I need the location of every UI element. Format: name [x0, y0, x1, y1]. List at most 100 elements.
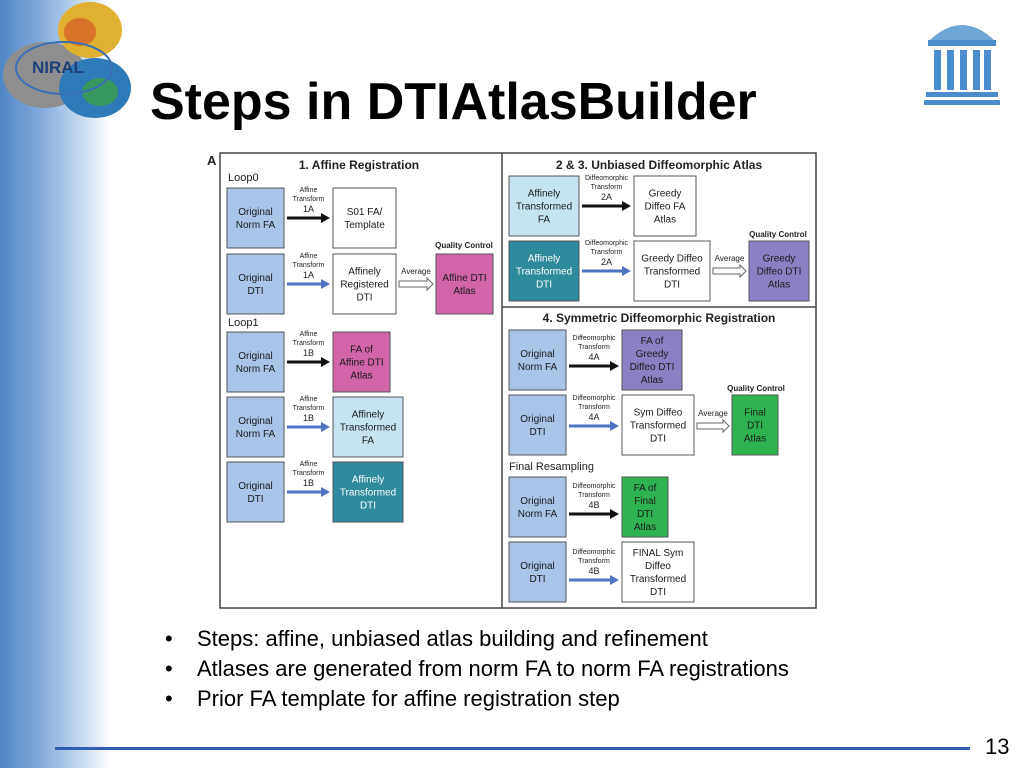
box-affinely-registered-dti-label: DTI	[356, 293, 372, 304]
loop0-label: Loop0	[228, 172, 259, 184]
box-affinely-transformed-dti-label: Transformed	[340, 488, 396, 499]
box-greedy-diffeo-dti-atlas-label: Atlas	[768, 280, 790, 291]
box-original-dti	[508, 394, 567, 456]
box-original-norm-fa	[226, 396, 285, 458]
box-fa-final-dti-atlas	[621, 476, 669, 538]
arrow-2a-dti-label: 2A	[601, 257, 612, 267]
box-fa-greedy-diffeo-dti-atlas-label: Greedy	[636, 349, 669, 360]
box-fa-affine-dti-atlas-label: Atlas	[350, 371, 372, 382]
arrow-4a-label: 4A	[588, 352, 599, 362]
arrow-4b-dti-label: 4B	[588, 566, 599, 576]
box-fa-greedy-diffeo-dti-atlas-label: FA of	[641, 336, 664, 347]
box-sym-diffeo-transformed-dti-label: Sym Diffeo	[634, 408, 683, 419]
arrow-4a-dti-label: Diffeomorphic	[572, 395, 616, 402]
arrow-4b-dti-label: Transform	[578, 558, 610, 565]
arrow-4b-label: Transform	[578, 492, 610, 499]
box-fa-greedy-diffeo-dti-atlas	[621, 329, 683, 391]
niral-logo: NIRAL	[3, 2, 131, 118]
box-affinely-transformed-fa-label: FA	[538, 215, 551, 226]
box-original-norm-fa	[508, 329, 567, 391]
arrow-1a-head	[321, 213, 330, 223]
footer-line	[55, 747, 970, 750]
box-greedy-diffeo-dti-atlas	[748, 240, 810, 302]
section-title-symmetric: 4. Symmetric Diffeomorphic Registration	[543, 311, 776, 325]
niral-logo-text: NIRAL	[32, 58, 84, 77]
box-fa-greedy-diffeo-dti-atlas-label: Atlas	[641, 375, 663, 386]
arrow-2a-head	[622, 201, 631, 211]
arrow-1b-label: Affine	[300, 331, 318, 338]
box-fa-affine-dti-atlas	[332, 331, 391, 393]
box-original-norm-fa-label: Original	[238, 207, 272, 218]
arrow-1a-label: Transform	[293, 196, 325, 203]
box-greedy-diffeo-fa-atlas-label: Atlas	[654, 215, 676, 226]
average-arrow-2	[712, 263, 747, 279]
average-label: Average	[698, 409, 728, 418]
box-affinely-registered-dti-label: Affinely	[348, 267, 381, 278]
arrow-1a-dti-label: Affine	[300, 253, 318, 260]
box-affinely-transformed-fa	[508, 175, 580, 237]
bullet-item: Atlases are generated from norm FA to no…	[165, 654, 789, 684]
average-arrow-3	[696, 418, 730, 434]
box-greedy-diffeo-fa-atlas-label: Greedy	[649, 189, 682, 200]
box-affinely-registered-dti	[332, 253, 397, 315]
arrow-1a-dti-label: Transform	[293, 262, 325, 269]
box-original-norm-fa-label: Original	[238, 351, 272, 362]
box-final-dti-atlas-label: DTI	[747, 421, 763, 432]
arrow-4a-dti-label: Transform	[578, 404, 610, 411]
arrow-1a-label: Affine	[300, 187, 318, 194]
box-original-norm-fa-label: Original	[238, 416, 272, 427]
box-s01-template-label: Template	[344, 220, 385, 231]
box-original-norm-fa-label: Norm FA	[518, 509, 558, 520]
box-greedy-diffeo-fa-atlas	[633, 175, 697, 237]
quality-control-label: Quality Control	[727, 384, 785, 393]
box-greedy-diffeo-transformed-dti-label: Transformed	[644, 267, 700, 278]
box-affinely-transformed-fa-label: Affinely	[528, 189, 561, 200]
box-greedy-diffeo-transformed-dti-label: Greedy Diffeo	[641, 254, 703, 265]
bullet-item: Steps: affine, unbiased atlas building a…	[165, 624, 789, 654]
box-greedy-diffeo-transformed-dti-label: DTI	[664, 280, 680, 291]
box-original-norm-fa-label: Original	[520, 349, 554, 360]
box-affine-dti-atlas-label: Affine DTI	[442, 273, 486, 284]
arrow-1b-head	[321, 357, 330, 367]
box-affinely-transformed-fa-label: Transformed	[516, 202, 572, 213]
arrow-4b-dti-head	[610, 575, 619, 585]
panel-letter: A	[207, 153, 217, 168]
box-greedy-diffeo-transformed-dti	[633, 240, 711, 302]
arrow-1b-dti-head	[321, 487, 330, 497]
box-final-dti-atlas-label: Atlas	[744, 434, 766, 445]
bullet-item: Prior FA template for affine registratio…	[165, 684, 789, 714]
arrow-1b-dti-label: 1B	[303, 478, 314, 488]
section-title-unbiased: 2 & 3. Unbiased Diffeomorphic Atlas	[556, 158, 763, 172]
arrow-2a-dti-label: Transform	[591, 249, 623, 256]
box-greedy-diffeo-dti-atlas-label: Greedy	[763, 254, 796, 265]
box-final-sym-diffeo-transformed-dti-label: Transformed	[630, 574, 686, 585]
arrow-4a-dti-label: 4A	[588, 412, 599, 422]
arrow-1b-fa-label: Transform	[293, 405, 325, 412]
arrow-1b-fa-label: 1B	[303, 413, 314, 423]
arrow-2a-label: Transform	[591, 184, 623, 191]
slide-title: Steps in DTIAtlasBuilder	[150, 73, 757, 131]
unc-well-logo	[924, 25, 1000, 105]
arrow-1b-fa-label: Affine	[300, 396, 318, 403]
quality-control-label: Quality Control	[435, 241, 493, 250]
average-label: Average	[715, 254, 745, 263]
box-final-dti-atlas	[731, 394, 779, 456]
box-fa-affine-dti-atlas-label: FA of	[350, 345, 373, 356]
box-original-norm-fa-label: Norm FA	[236, 220, 276, 231]
box-affinely-transformed-fa-label: Transformed	[340, 423, 396, 434]
box-original-norm-fa-label: Original	[520, 496, 554, 507]
box-fa-affine-dti-atlas-label: Affine DTI	[339, 358, 383, 369]
box-final-sym-diffeo-transformed-dti-label: Diffeo	[645, 561, 671, 572]
box-affinely-transformed-dti-label: DTI	[360, 501, 376, 512]
box-affinely-transformed-fa-label: FA	[362, 436, 375, 447]
box-final-sym-diffeo-transformed-dti-label: FINAL Sym	[633, 548, 684, 559]
box-sym-diffeo-transformed-dti	[621, 394, 695, 456]
box-fa-final-dti-atlas-label: Final	[634, 496, 656, 507]
arrow-1b-label: Transform	[293, 340, 325, 347]
box-affinely-transformed-fa	[332, 396, 404, 458]
box-original-dti-label: DTI	[529, 574, 545, 585]
box-affinely-transformed-dti-label: Transformed	[516, 267, 572, 278]
box-original-norm-fa-label: Norm FA	[236, 364, 276, 375]
arrow-1a-label: 1A	[303, 204, 314, 214]
